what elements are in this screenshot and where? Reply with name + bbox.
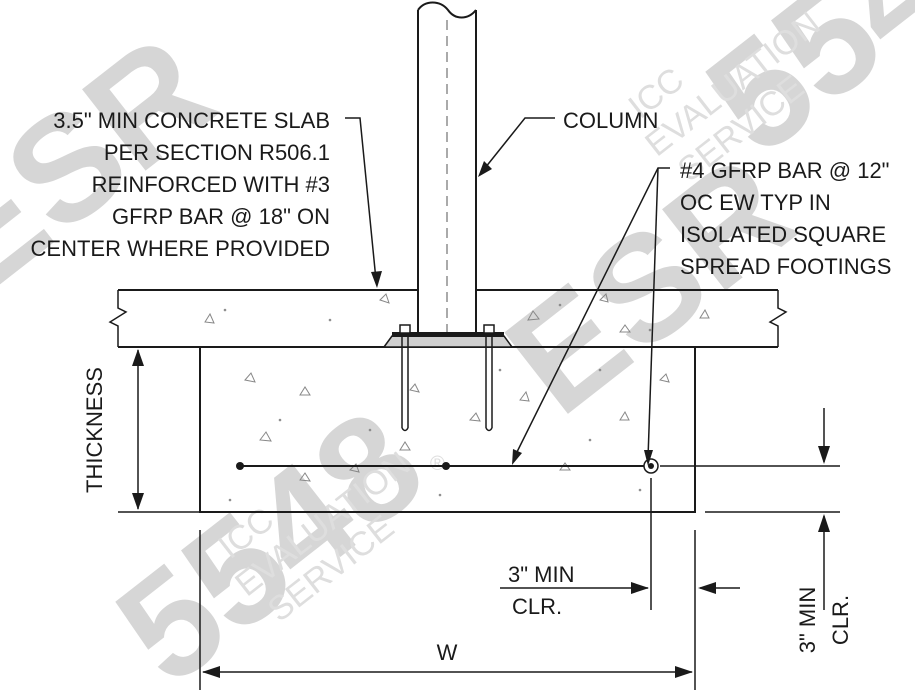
slab-break-left (108, 290, 128, 347)
column-break-top (417, 1, 477, 19)
anchor-bolts (399, 324, 495, 432)
column (417, 1, 477, 335)
width-label: W (437, 640, 458, 665)
slab-note: 3.5" MIN CONCRETE SLAB PER SECTION R506.… (31, 108, 330, 261)
side-clearance-line-2: CLR. (512, 594, 562, 619)
slab-note-line-3: REINFORCED WITH #3 (92, 172, 330, 197)
footing-bar-note: #4 GFRP BAR @ 12" OC EW TYP IN ISOLATED … (680, 158, 891, 279)
footing-bar-note-line-4: SPREAD FOOTINGS (680, 254, 891, 279)
column-label: COLUMN (563, 108, 658, 133)
bottom-clearance-label: 3" MIN CLR. (795, 587, 853, 653)
watermark-registered-mark: ® (430, 453, 445, 475)
dimension-arrowheads (132, 349, 830, 678)
side-clearance-line-1: 3" MIN (508, 562, 574, 587)
concrete-aggregate-marks (204, 293, 710, 502)
leader-arrowheads (371, 161, 653, 466)
thickness-label: THICKNESS (82, 367, 107, 493)
side-clearance-label: 3" MIN CLR. (508, 562, 574, 619)
bottom-clearance-line-1: 3" MIN (795, 587, 820, 653)
slab-note-line-4: GFRP BAR @ 18" ON (112, 204, 330, 229)
base-plate (392, 332, 504, 337)
footing-bar-note-line-1: #4 GFRP BAR @ 12" (680, 158, 889, 183)
slab-note-line-1: 3.5" MIN CONCRETE SLAB (53, 108, 330, 133)
leaders (345, 117, 670, 459)
slab-note-line-2: PER SECTION R506.1 (104, 140, 330, 165)
dimensions (118, 346, 840, 690)
footing-bar-note-line-2: OC EW TYP IN (680, 190, 831, 215)
footing-bar-note-line-3: ISOLATED SQUARE (680, 222, 886, 247)
base-plate-grout (382, 335, 514, 348)
bottom-clearance-line-2: CLR. (828, 595, 853, 645)
slab-note-line-5: CENTER WHERE PROVIDED (31, 236, 330, 261)
slab-break-right (768, 290, 788, 347)
